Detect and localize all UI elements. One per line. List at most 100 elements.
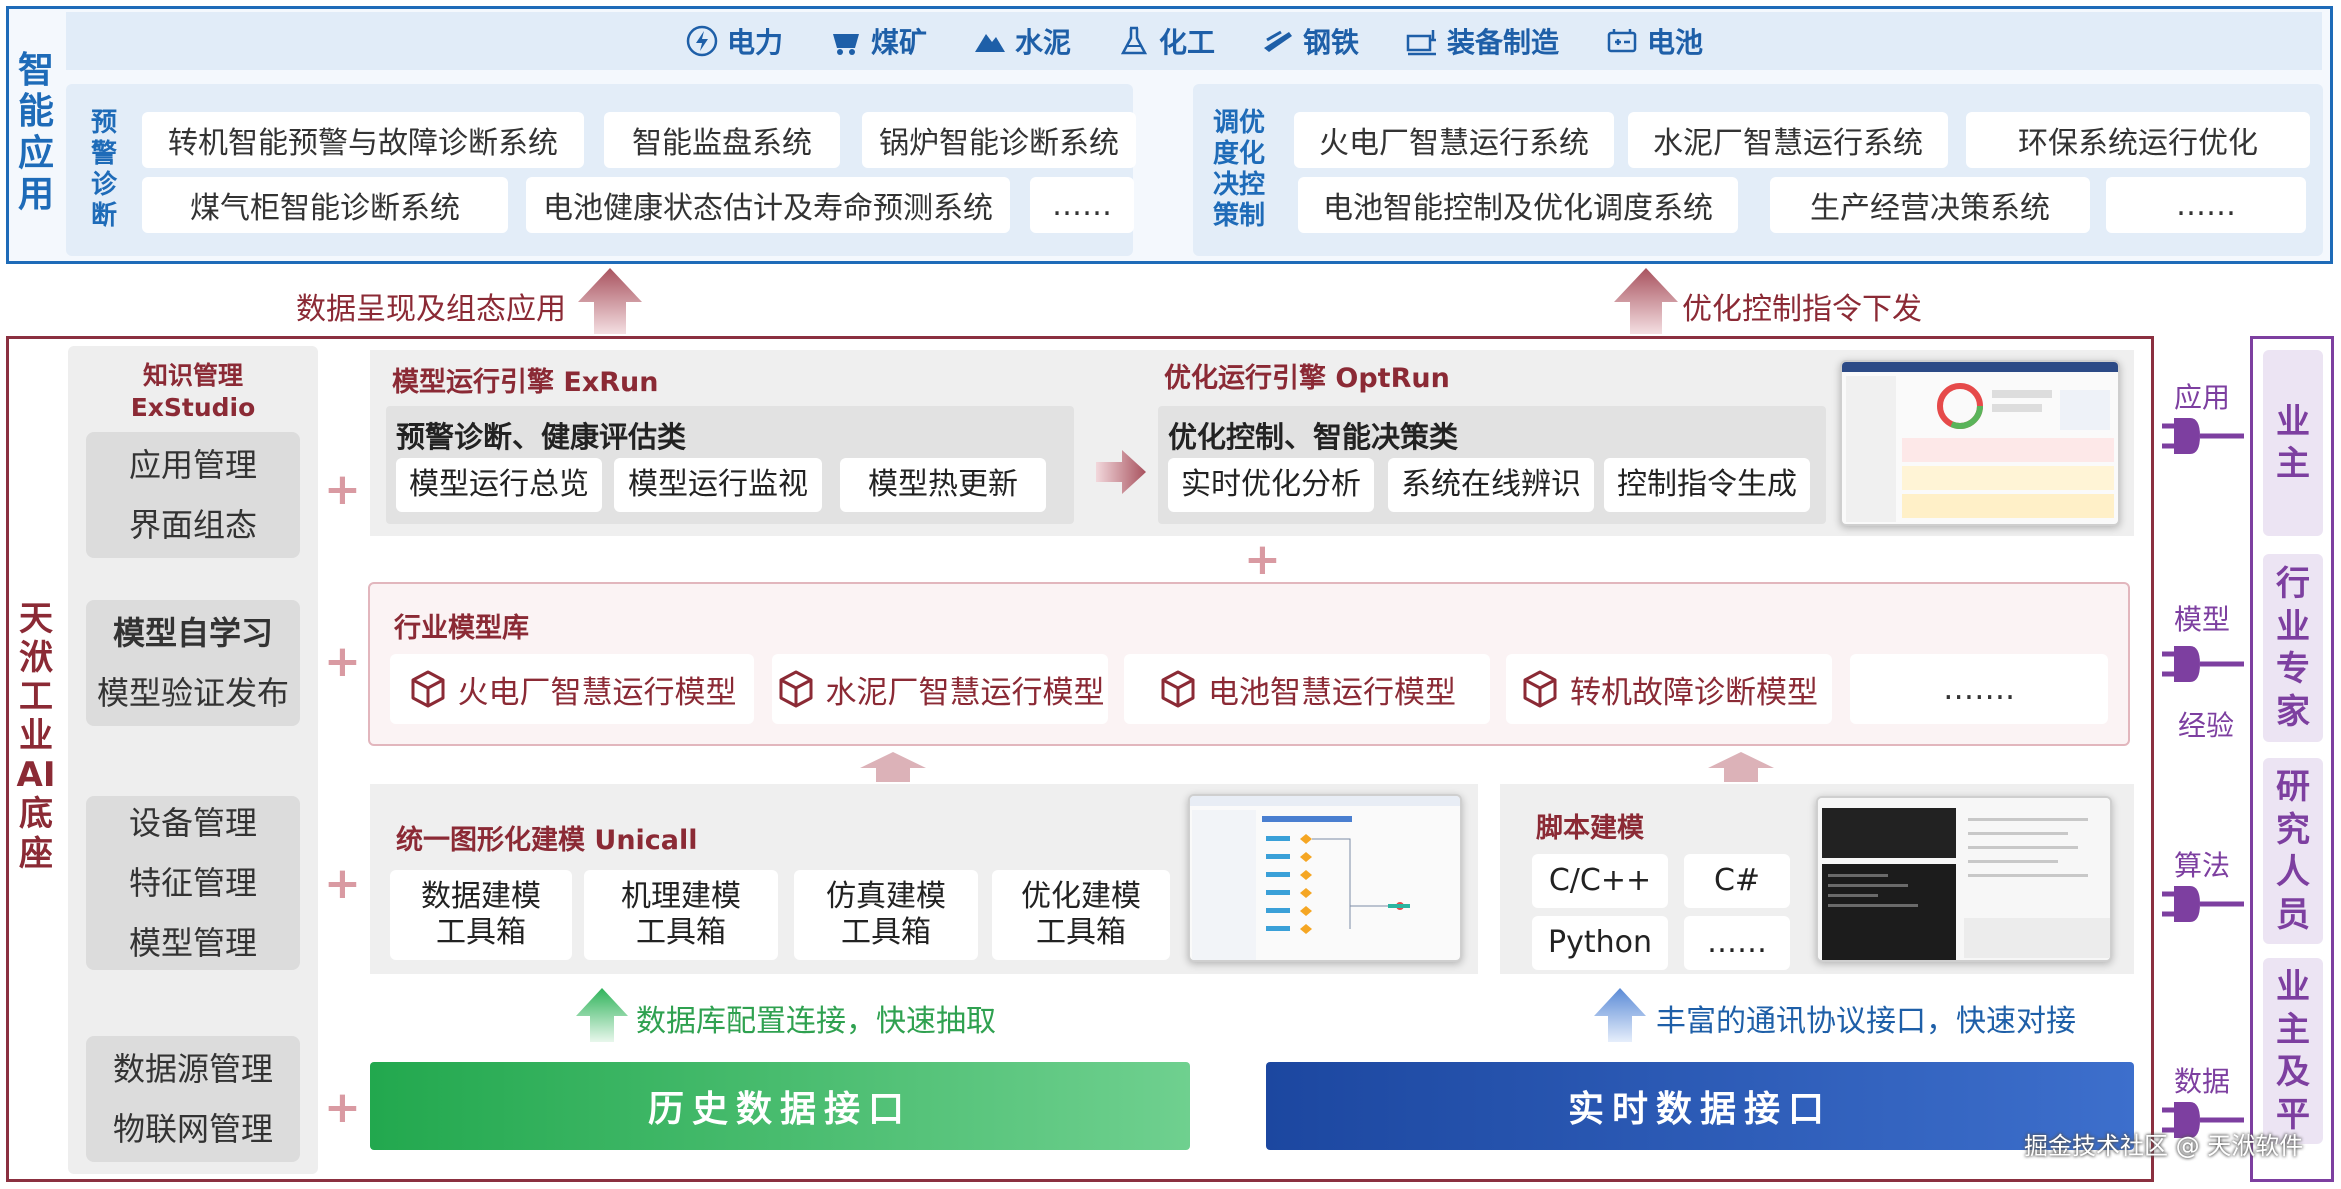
modeling-toolbox[interactable]: 优化建模工具箱 <box>992 870 1170 960</box>
model-label: 模型 <box>2174 603 2231 636</box>
optimization-control-label: 调优度化决控策制 <box>1212 107 1265 232</box>
model-learning-group: 模型自学习 模型验证发布 <box>86 600 300 726</box>
cube-icon <box>1161 670 1195 708</box>
up-arrow-icon <box>1594 988 1646 1042</box>
flowchart-screenshot <box>1188 794 1462 962</box>
exrun-title: 模型运行引擎 ExRun <box>392 367 659 398</box>
watermark: 掘金技术社区 @ 天洑软件 <box>2024 1132 2304 1160</box>
plus-icon: + <box>324 636 361 687</box>
application-label: 应用 <box>2174 381 2231 414</box>
iot-management-item[interactable]: 物联网管理 <box>112 1110 273 1148</box>
up-arrow-icon <box>578 268 642 334</box>
system-item[interactable]: 转机智能预警与故障诊断系统 <box>142 112 584 168</box>
roles-panel <box>2250 336 2334 1182</box>
language-item[interactable]: Python <box>1532 916 1668 970</box>
device-management-group: 设备管理 特征管理 模型管理 <box>86 796 300 970</box>
device-management-item[interactable]: 设备管理 <box>128 804 257 842</box>
warning-diagnosis-label: 预警诊断 <box>90 107 117 232</box>
app-management-group: 应用管理 界面组态 <box>86 432 300 558</box>
realtime-data-interface[interactable]: 实时数据接口 <box>1266 1062 2134 1150</box>
industry-bar: 电力 煤矿 水泥 化工 钢铁 装备制造 电池 <box>66 12 2322 70</box>
up-arrow-icon <box>1614 268 1678 334</box>
protocol-interface-label: 丰富的通讯协议接口，快速对接 <box>1656 1004 2076 1039</box>
mountain-icon <box>974 34 1005 52</box>
more-item: …… <box>1030 177 1134 233</box>
battery-icon <box>1607 29 1637 53</box>
plug-icon <box>2162 418 2244 454</box>
model-validation-item[interactable]: 模型验证发布 <box>96 674 289 712</box>
unicall-title: 统一图形化建模 Unicall <box>396 825 698 856</box>
system-item[interactable]: 火电厂智慧运行系统 <box>1294 112 1614 168</box>
engine-item[interactable]: 实时优化分析 <box>1168 458 1374 512</box>
industry-battery: 电池 <box>1605 21 1703 61</box>
engine-item[interactable]: 模型运行总览 <box>396 458 602 512</box>
language-item[interactable]: C/C++ <box>1532 854 1668 908</box>
system-item[interactable]: 环保系统运行优化 <box>1966 112 2310 168</box>
plug-icon <box>2162 1102 2244 1138</box>
industry-equipment: 装备制造 <box>1405 21 1559 61</box>
more-item: …… <box>2106 177 2306 233</box>
role-researcher: 研究人员 <box>2263 758 2323 944</box>
database-connection-label: 数据库配置连接，快速抽取 <box>636 1004 996 1039</box>
plug-icon <box>2162 646 2244 682</box>
system-item[interactable]: 水泥厂智慧运行系统 <box>1628 112 1948 168</box>
up-arrow-icon <box>860 752 926 782</box>
machine-icon <box>1406 30 1437 56</box>
script-modeling-title: 脚本建模 <box>1536 813 1644 844</box>
modeling-toolbox[interactable]: 仿真建模工具箱 <box>794 870 978 960</box>
more-item: …… <box>1684 916 1790 970</box>
system-item[interactable]: 电池智能控制及优化调度系统 <box>1298 177 1738 233</box>
language-item[interactable]: C# <box>1684 854 1790 908</box>
system-item[interactable]: 电池健康状态估计及寿命预测系统 <box>526 177 1010 233</box>
industry-steel: 钢铁 <box>1261 21 1359 61</box>
feature-management-item[interactable]: 特征管理 <box>128 864 257 902</box>
exrun-subtitle: 预警诊断、健康评估类 <box>396 420 687 454</box>
plus-icon: + <box>324 464 361 515</box>
system-item[interactable]: 锅炉智能诊断系统 <box>862 112 1136 168</box>
more-item: ……. <box>1850 654 2108 724</box>
industry-chemical: 化工 <box>1117 21 1215 61</box>
system-item[interactable]: 生产经营决策系统 <box>1770 177 2090 233</box>
model-item[interactable]: 水泥厂智慧运行模型 <box>772 654 1108 724</box>
engine-item[interactable]: 控制指令生成 <box>1604 458 1810 512</box>
system-item[interactable]: 智能监盘系统 <box>604 112 840 168</box>
history-data-interface[interactable]: 历史数据接口 <box>370 1062 1190 1150</box>
cube-icon <box>411 670 444 708</box>
role-industry-expert: 行业专家 <box>2263 554 2323 742</box>
control-command-label: 优化控制指令下发 <box>1682 292 1922 327</box>
data-source-group: 数据源管理 物联网管理 <box>86 1036 300 1162</box>
model-item[interactable]: 转机故障诊断模型 <box>1506 654 1832 724</box>
model-item[interactable]: 火电厂智慧运行模型 <box>390 654 754 724</box>
optrun-subtitle: 优化控制、智能决策类 <box>1168 420 1459 454</box>
engine-item[interactable]: 系统在线辨识 <box>1388 458 1594 512</box>
engine-item[interactable]: 模型运行监视 <box>614 458 822 512</box>
model-management-item[interactable]: 模型管理 <box>128 924 257 962</box>
data-presentation-label: 数据呈现及组态应用 <box>296 292 566 327</box>
experience-label: 经验 <box>2178 709 2235 742</box>
model-library-title: 行业模型库 <box>394 613 529 644</box>
model-self-learning-item[interactable]: 模型自学习 <box>112 614 273 652</box>
flask-icon <box>1120 26 1148 55</box>
mine-cart-icon <box>832 34 859 55</box>
up-arrow-icon <box>1708 752 1774 782</box>
system-item[interactable]: 煤气柜智能诊断系统 <box>142 177 508 233</box>
smart-application-title: 智能应用 <box>17 50 54 216</box>
model-item[interactable]: 电池智慧运行模型 <box>1124 654 1490 724</box>
right-arrow-icon <box>1096 450 1146 494</box>
knowledge-management-title: 知识管理 ExStudio <box>130 361 256 422</box>
modeling-toolbox[interactable]: 数据建模工具箱 <box>390 870 572 960</box>
engine-item[interactable]: 模型热更新 <box>840 458 1046 512</box>
role-owner-platform: 业主及平 <box>2263 958 2323 1144</box>
dashboard-screenshot <box>1840 360 2120 526</box>
cube-icon <box>1523 670 1557 708</box>
app-management-item[interactable]: 应用管理 <box>128 446 257 484</box>
data-source-management-item[interactable]: 数据源管理 <box>112 1050 273 1088</box>
modeling-toolbox[interactable]: 机理建模工具箱 <box>584 870 778 960</box>
role-owner: 业主 <box>2263 350 2323 536</box>
ui-configuration-item[interactable]: 界面组态 <box>128 506 257 544</box>
industry-coal: 煤矿 <box>829 21 927 61</box>
up-arrow-icon <box>576 988 628 1042</box>
optrun-title: 优化运行引擎 OptRun <box>1164 363 1450 394</box>
plug-icon <box>2162 886 2244 922</box>
